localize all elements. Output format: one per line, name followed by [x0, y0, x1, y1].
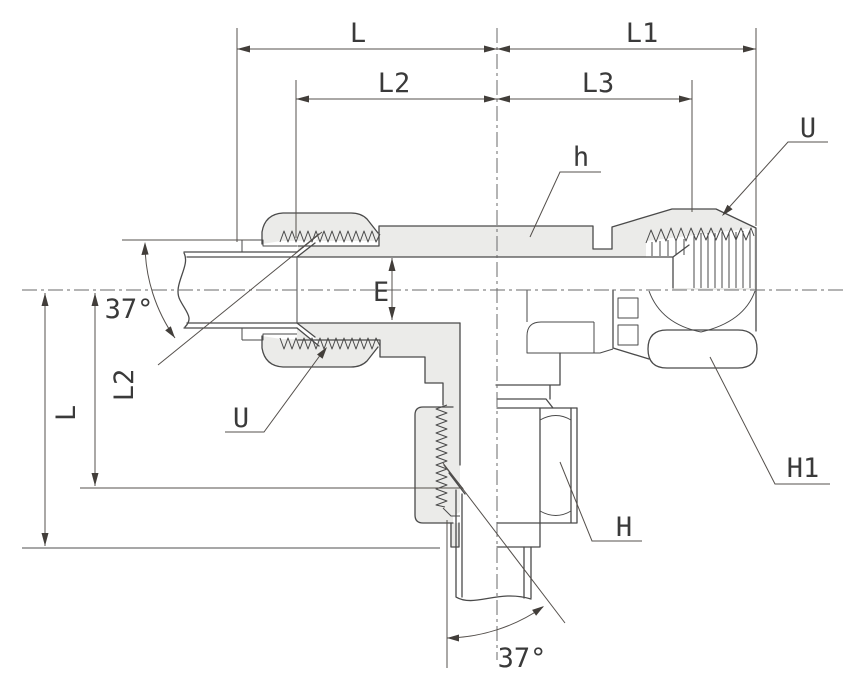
arrow-U-mid [317, 347, 327, 359]
arrow-L-right [484, 45, 497, 53]
branch-skirt-fill [450, 523, 459, 547]
label-E: E [373, 277, 389, 308]
part-outlines [177, 208, 758, 602]
arrow-L2-left [296, 95, 309, 103]
arrow-L1-left [497, 45, 510, 53]
left-nut-upper-fill [262, 213, 381, 244]
swivel-exterior-zone [611, 290, 759, 374]
elbow-corner [526, 290, 595, 354]
label-H: H [616, 512, 632, 543]
label-U-mid: U [233, 403, 249, 434]
sleeve-bottom [241, 328, 297, 341]
flare-construction-line-upper [157, 231, 323, 366]
sleeve-top [241, 239, 297, 252]
swivel-threads-crest [645, 227, 755, 244]
angle-arc-lower [446, 606, 544, 639]
branch-hex-chamfers [539, 415, 572, 516]
arrow-arc-upper-top [141, 242, 149, 255]
branch-stud-exterior [495, 352, 578, 409]
swivel-hex-stadium [647, 329, 758, 369]
arrow-L2side-bottom [91, 473, 99, 486]
label-L-side: L [51, 405, 82, 421]
flare-construction-line-lower [442, 462, 566, 624]
swivel-nut-lower [612, 289, 757, 360]
arrow-E-bottom [388, 307, 396, 320]
swivel-nut-outline [611, 208, 757, 291]
arrow-L3-left [497, 95, 510, 103]
arrow-L3-right [679, 95, 692, 103]
branch-nut-fill [415, 407, 453, 523]
swivel-groove-1 [617, 297, 639, 319]
left-nut-threads-bottom [279, 337, 381, 350]
label-L-top: L [350, 18, 366, 49]
leader-H [559, 461, 642, 542]
body-top-fill [298, 226, 612, 257]
tube-branch-white [462, 490, 524, 598]
arrow-Lside-bottom [41, 533, 49, 546]
arrow-U-top [722, 204, 733, 216]
branch-skirt [450, 522, 541, 548]
label-L2-top: L2 [378, 68, 411, 99]
arrow-arc-lower-left [447, 634, 459, 642]
body-bottom-right [560, 348, 614, 354]
leader-h [529, 171, 601, 238]
arrow-L2side-top [91, 293, 99, 306]
centerlines [22, 28, 846, 660]
arrow-E-top [388, 258, 396, 271]
white-cutouts [180, 228, 759, 598]
leader-U-mid [225, 349, 325, 433]
tube-branch [455, 489, 532, 602]
bore-lines [296, 244, 690, 324]
arrow-arc-upper-bottom [165, 326, 175, 338]
branch-threads [435, 404, 448, 508]
labels: L L1 L2 L3 L L2 37° 37° E h U U H H1 [51, 18, 819, 674]
arrow-arc-lower-right [532, 606, 544, 616]
label-h: h [573, 142, 589, 173]
branch-stud-bottom [442, 507, 460, 517]
left-nut-outline [261, 212, 379, 368]
label-angle-lower: 37° [498, 643, 547, 674]
arrow-L-left [237, 45, 250, 53]
label-L1-top: L1 [626, 18, 659, 49]
swivel-threads-hatch [651, 231, 751, 288]
body-outline [297, 225, 613, 466]
left-nut-threads-top [279, 230, 381, 243]
tube-left [177, 251, 298, 329]
dimensions [22, 28, 830, 668]
label-L2-side: L2 [109, 369, 140, 402]
branch-nut-outline [414, 406, 454, 524]
leader-U-top [723, 141, 828, 214]
label-angle-upper: 37° [105, 294, 154, 325]
swivel-groove-2 [617, 324, 639, 346]
extension-lines-top [236, 28, 757, 242]
label-L3-top: L3 [582, 68, 615, 99]
arrow-L2-right [484, 95, 497, 103]
label-H1: H1 [787, 453, 820, 484]
label-U-top: U [800, 113, 816, 144]
leader-H1 [709, 356, 830, 485]
arrow-Lside-top [41, 293, 49, 306]
branch-hex-nut [496, 407, 578, 524]
arrow-L1-right [743, 45, 756, 53]
